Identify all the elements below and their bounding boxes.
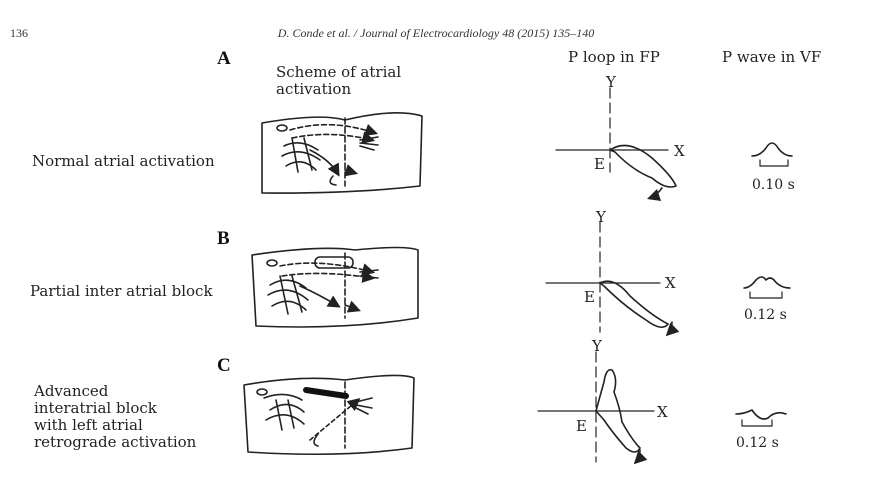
p-wave-b — [743, 276, 791, 299]
duration-c: 0.12 s — [736, 435, 779, 451]
atria-scheme-a — [261, 112, 423, 194]
running-header: D. Conde et al. / Journal of Electrocard… — [277, 26, 595, 40]
axis-e-a: E — [594, 155, 605, 173]
header-scheme: Scheme of atrial activation — [276, 63, 402, 98]
duration-a: 0.10 s — [752, 177, 795, 193]
row-label-advanced: Advanced interatrial block with left atr… — [34, 382, 197, 451]
panel-letter-a: A — [217, 48, 231, 69]
row-label-partial: Partial inter atrial block — [30, 282, 213, 300]
p-wave-a — [751, 142, 793, 167]
p-loop-a — [555, 87, 677, 202]
p-loop-c — [537, 351, 655, 465]
axis-x-a: X — [674, 142, 685, 160]
page-number: 136 — [10, 26, 28, 40]
axis-x-b: X — [665, 274, 676, 292]
axis-y-c: Y — [592, 337, 602, 355]
axis-y-a: Y — [606, 73, 616, 91]
header-p-loop: P loop in FP — [568, 48, 660, 66]
header-p-wave: P wave in VF — [722, 48, 822, 66]
row-label-normal: Normal atrial activation — [32, 152, 215, 170]
atria-scheme-b — [251, 246, 419, 328]
p-loop-b — [545, 221, 680, 337]
axis-x-c: X — [657, 403, 668, 421]
p-wave-c — [735, 409, 787, 427]
atria-scheme-c — [243, 374, 415, 456]
panel-letter-c: C — [217, 355, 231, 376]
axis-e-b: E — [584, 288, 595, 306]
axis-e-c: E — [576, 417, 587, 435]
panel-letter-b: B — [217, 228, 230, 249]
duration-b: 0.12 s — [744, 307, 787, 323]
axis-y-b: Y — [596, 208, 606, 226]
